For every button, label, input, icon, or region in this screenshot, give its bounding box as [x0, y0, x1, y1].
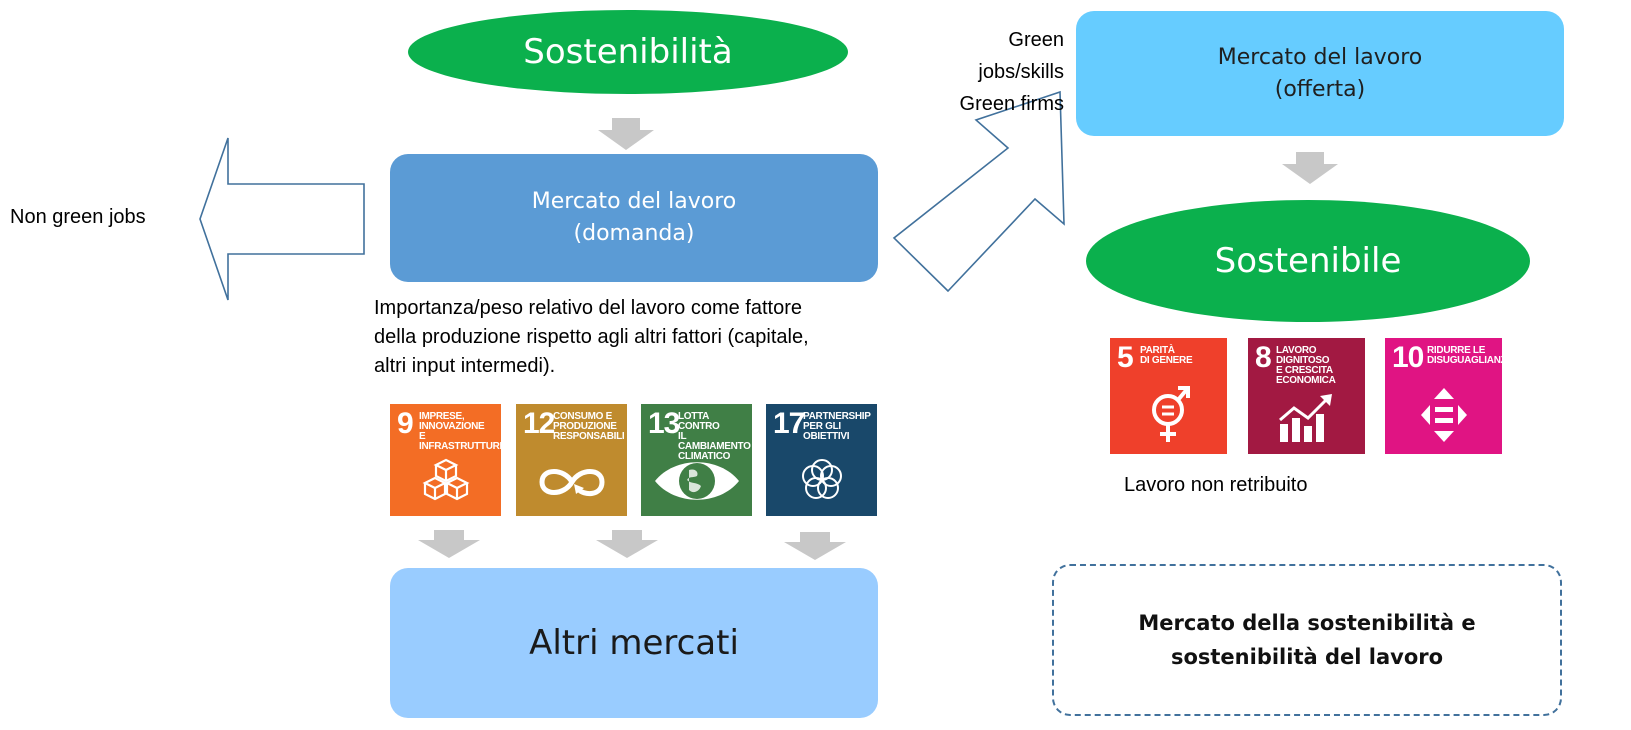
altri-mercati-box: Altri mercati — [390, 568, 878, 718]
demand-box: Mercato del lavoro (domanda) — [390, 154, 878, 282]
growth-chart-icon — [1279, 394, 1332, 442]
down-arrow-altri-1 — [418, 530, 480, 558]
left-outline-arrow — [199, 137, 365, 301]
summary-line2: sostenibilità del lavoro — [1170, 645, 1444, 669]
sdg-5-label2: di genere — [1140, 355, 1193, 366]
altri-mercati-label: Altri mercati — [529, 623, 739, 663]
green-firms-line: Green firms — [959, 93, 1064, 115]
sdg-9-label3: e infrastrutture — [419, 431, 501, 452]
green-jobs-label: Green jobs/skills Green firms — [918, 24, 1064, 120]
sdg-13-label1: Lotta contro — [678, 411, 720, 432]
sdg-9-tile: 9 Imprese, innovazione e infrastrutture — [390, 404, 501, 516]
unpaid-work-label: Lavoro non retribuito — [1124, 474, 1308, 496]
sdg-9-number: 9 — [397, 407, 414, 440]
supply-line2: (offerta) — [1274, 76, 1366, 102]
down-arrow-altri-2 — [596, 530, 658, 558]
sdg-12-label1: Consumo e — [553, 411, 612, 422]
down-arrow-top — [598, 118, 654, 150]
sdg-17-number: 17 — [773, 407, 805, 440]
down-arrow-right — [1282, 152, 1338, 184]
infinity-icon — [539, 469, 605, 497]
importance-text: Importanza/peso relativo del lavoro come… — [374, 294, 934, 381]
summary-box: Mercato della sostenibilità e sostenibil… — [1052, 564, 1562, 716]
sdg-8-label2: e crescita — [1276, 365, 1333, 376]
demand-line1: Mercato del lavoro — [531, 189, 737, 214]
down-arrow-altri-3 — [784, 532, 846, 560]
sdg-8-label3: economica — [1276, 375, 1336, 386]
equality-arrows-icon — [1421, 388, 1467, 442]
sdg-10-tile: 10 Ridurre le disuguaglianze — [1385, 338, 1502, 454]
sdg-17-tile: 17 Partnership per gli obiettivi — [766, 404, 877, 516]
sdg-12-tile: 12 Consumo e produzione responsabili — [516, 404, 627, 516]
importance-line1: Importanza/peso relativo del lavoro come… — [374, 297, 802, 319]
green-jobs-line1: Green — [1008, 29, 1064, 51]
rings-icon — [802, 459, 842, 499]
sdg-9-label2: innovazione — [419, 421, 485, 432]
importance-line3: altri input intermedi). — [374, 355, 556, 377]
demand-line2: (domanda) — [573, 221, 695, 246]
diagonal-outline-arrow — [892, 90, 1065, 293]
sdg-8-label1: Lavoro dignitoso — [1276, 345, 1330, 366]
green-jobs-line2: jobs/skills — [978, 61, 1064, 83]
sdg-9-label1: Imprese, — [419, 411, 465, 422]
sdg-8-tile: 8 Lavoro dignitoso e crescita economica — [1248, 338, 1365, 454]
sdg-13-label2: il cambiamento — [678, 431, 751, 452]
sdg-12-label3: responsabili — [553, 431, 625, 442]
sostenibilita-label: Sostenibilità — [523, 32, 733, 72]
sdg-10-label2: disuguaglianze — [1427, 355, 1502, 366]
importance-line2: della produzione rispetto agli altri fat… — [374, 326, 809, 348]
sdg-8-number: 8 — [1255, 341, 1272, 374]
summary-line1: Mercato della sostenibilità e — [1138, 611, 1476, 635]
sostenibilita-node: Sostenibilità — [408, 10, 848, 94]
sdg-12-number: 12 — [523, 407, 555, 440]
sdg-17-label1: Partnership — [803, 411, 871, 422]
sdg-5-label1: Parità — [1140, 345, 1175, 356]
sdg-17-label2: per gli obiettivi — [803, 421, 850, 442]
sdg-10-label1: Ridurre le — [1427, 345, 1486, 356]
supply-box: Mercato del lavoro (offerta) — [1076, 11, 1564, 136]
sdg-12-label2: produzione — [553, 421, 617, 432]
sdg-13-number: 13 — [648, 407, 680, 440]
sdg-13-label3: climatico — [678, 451, 731, 462]
sdg-5-tile: 5 Parità di genere — [1110, 338, 1227, 454]
supply-line1: Mercato del lavoro — [1217, 44, 1423, 70]
sostenibile-label: Sostenibile — [1214, 241, 1402, 281]
sostenibile-node: Sostenibile — [1086, 200, 1530, 322]
sdg-13-tile: 13 Lotta contro il cambiamento climatico — [641, 404, 752, 516]
sdg-10-number: 10 — [1392, 341, 1424, 374]
gender-icon — [1152, 386, 1190, 442]
non-green-jobs-label: Non green jobs — [10, 206, 146, 228]
sdg-5-number: 5 — [1117, 341, 1134, 374]
cubes-icon — [422, 458, 470, 501]
eye-globe-icon — [655, 462, 739, 500]
